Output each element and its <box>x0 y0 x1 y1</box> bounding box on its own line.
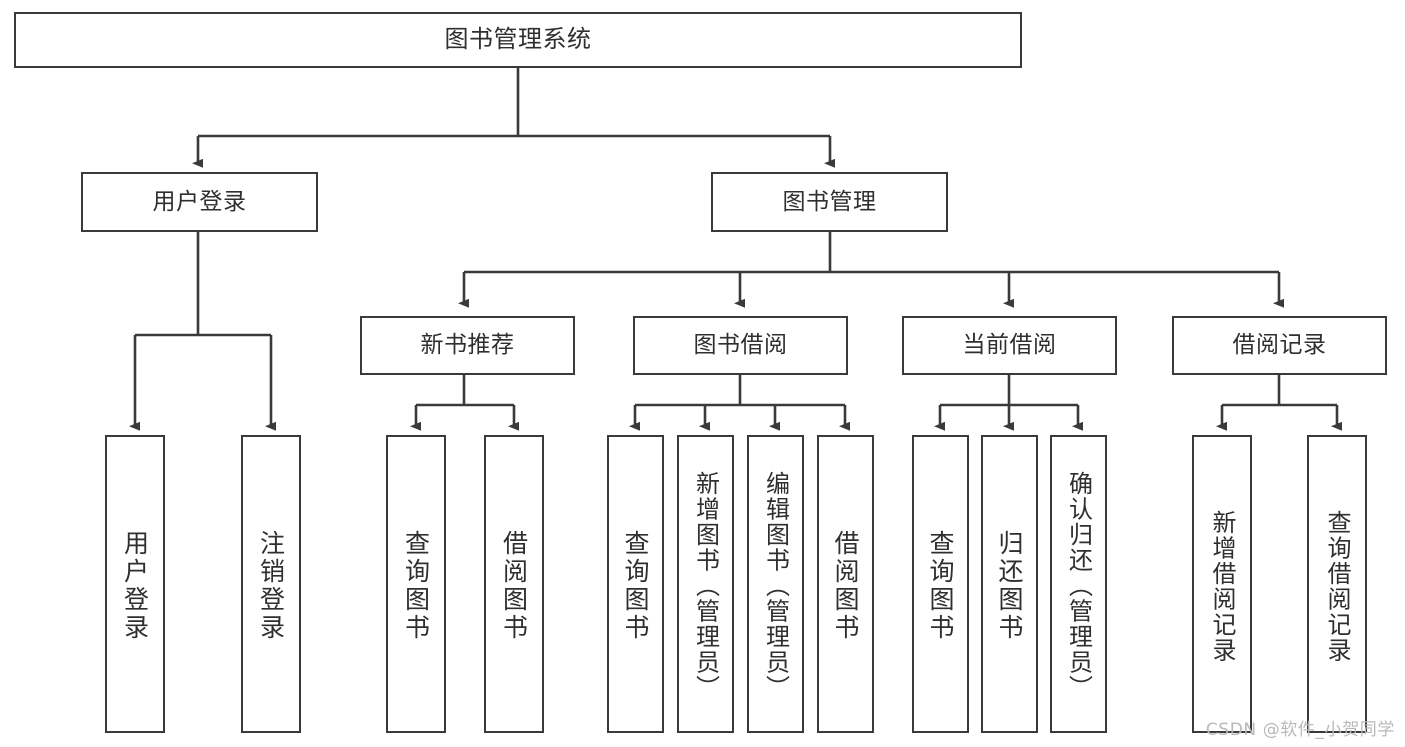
leaf-user-login-logout[interactable]: 注销登录 <box>241 435 301 733</box>
node-label: 新增图书（管理员） <box>691 471 720 701</box>
node-label: 用户登录 <box>120 530 150 642</box>
leaf-book-borrow-add-book-admin[interactable]: 新增图书（管理员） <box>677 435 734 733</box>
node-label: 图书管理系统 <box>444 25 592 54</box>
node-borrow-record[interactable]: 借阅记录 <box>1172 316 1387 375</box>
leaf-borrow-record-add-record[interactable]: 新增借阅记录 <box>1192 435 1252 733</box>
node-label: 新增借阅记录 <box>1208 509 1236 663</box>
node-label: 用户登录 <box>152 188 247 215</box>
node-label: 查询借阅记录 <box>1323 509 1351 663</box>
leaf-current-borrow-confirm-return-admin[interactable]: 确认归还（管理员） <box>1050 435 1107 733</box>
leaf-borrow-record-search-record[interactable]: 查询借阅记录 <box>1307 435 1367 733</box>
node-label: 图书管理 <box>782 188 877 215</box>
leaf-book-borrow-edit-book-admin[interactable]: 编辑图书（管理员） <box>747 435 804 733</box>
leaf-new-book-borrow-books[interactable]: 借阅图书 <box>484 435 544 733</box>
leaf-book-borrow-search-books[interactable]: 查询图书 <box>607 435 664 733</box>
node-label: 借阅图书 <box>831 530 860 642</box>
node-new-book-recommend[interactable]: 新书推荐 <box>360 316 575 375</box>
leaf-current-borrow-search-books[interactable]: 查询图书 <box>912 435 969 733</box>
node-label: 当前借阅 <box>962 332 1057 359</box>
node-label: 注销登录 <box>256 530 286 642</box>
node-label: 查询图书 <box>926 530 955 642</box>
node-label: 借阅记录 <box>1232 332 1327 359</box>
node-label: 借阅图书 <box>499 530 529 642</box>
leaf-user-login-do-login[interactable]: 用户登录 <box>105 435 165 733</box>
node-label: 确认归还（管理员） <box>1064 471 1093 701</box>
node-current-borrow[interactable]: 当前借阅 <box>902 316 1117 375</box>
node-book-borrow[interactable]: 图书借阅 <box>633 316 848 375</box>
node-book-management[interactable]: 图书管理 <box>711 172 948 232</box>
leaf-current-borrow-return-books[interactable]: 归还图书 <box>981 435 1038 733</box>
node-root-book-management-system[interactable]: 图书管理系统 <box>14 12 1022 68</box>
node-label: 编辑图书（管理员） <box>761 471 790 701</box>
node-label: 归还图书 <box>995 530 1024 642</box>
node-label: 查询图书 <box>401 530 431 642</box>
leaf-book-borrow-borrow-books[interactable]: 借阅图书 <box>817 435 874 733</box>
leaf-new-book-search-books[interactable]: 查询图书 <box>386 435 446 733</box>
node-label: 新书推荐 <box>420 332 515 359</box>
node-user-login[interactable]: 用户登录 <box>81 172 318 232</box>
node-label: 查询图书 <box>621 530 650 642</box>
watermark: CSDN @软件_小贺同学 <box>1205 720 1395 740</box>
node-label: 图书借阅 <box>693 332 788 359</box>
